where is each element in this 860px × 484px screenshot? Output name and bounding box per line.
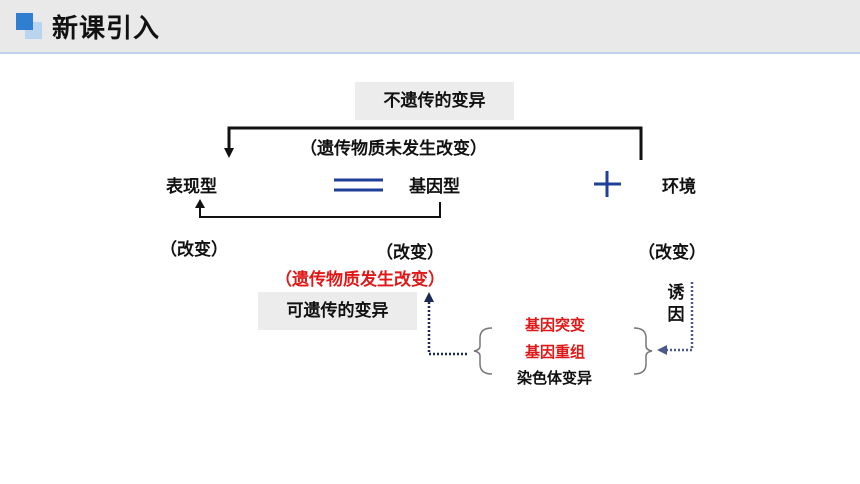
cause-gene-mutation: 基因突变 (525, 316, 586, 334)
arrowhead-up-icon (424, 292, 434, 302)
inducer-label: 诱因 (666, 282, 686, 326)
left-brace (473, 327, 493, 375)
phenotype-change: （改变） (160, 240, 228, 260)
heritable-variation-label: 可遗传的变异 (286, 301, 389, 321)
non-heritable-variation-box: 不遗传的变异 (355, 82, 514, 120)
non-heritable-variation-label: 不遗传的变异 (383, 91, 486, 111)
inducer-to-causes-arrow (664, 282, 694, 352)
cause-chromosome-variation: 染色体变异 (517, 369, 593, 387)
genotype-label: 基因型 (409, 177, 460, 197)
causes-to-heritable-arrow (427, 300, 467, 356)
heritable-note: （遗传物质发生改变） (275, 270, 445, 290)
environment-label: 环境 (662, 177, 696, 197)
non-heritable-bracket (227, 126, 643, 160)
genotype-to-phenotype-bracket (199, 202, 441, 218)
right-brace (633, 327, 653, 375)
arrowhead-left-icon (657, 345, 667, 355)
non-heritable-note: （遗传物质未发生改变） (300, 139, 487, 159)
environment-change: （改变） (638, 243, 706, 263)
header-bar: 新课引入 (0, 0, 860, 54)
genotype-change: （改变） (376, 243, 444, 263)
page-title: 新课引入 (52, 14, 161, 44)
heritable-variation-box: 可遗传的变异 (258, 292, 417, 330)
section-logo-icon (16, 13, 42, 39)
arrowhead-up-icon (195, 199, 205, 208)
cause-gene-recombination: 基因重组 (525, 343, 586, 361)
arrowhead-down-icon (224, 148, 234, 158)
inducer-text: 诱因 (667, 283, 685, 325)
phenotype-label: 表现型 (166, 177, 217, 197)
